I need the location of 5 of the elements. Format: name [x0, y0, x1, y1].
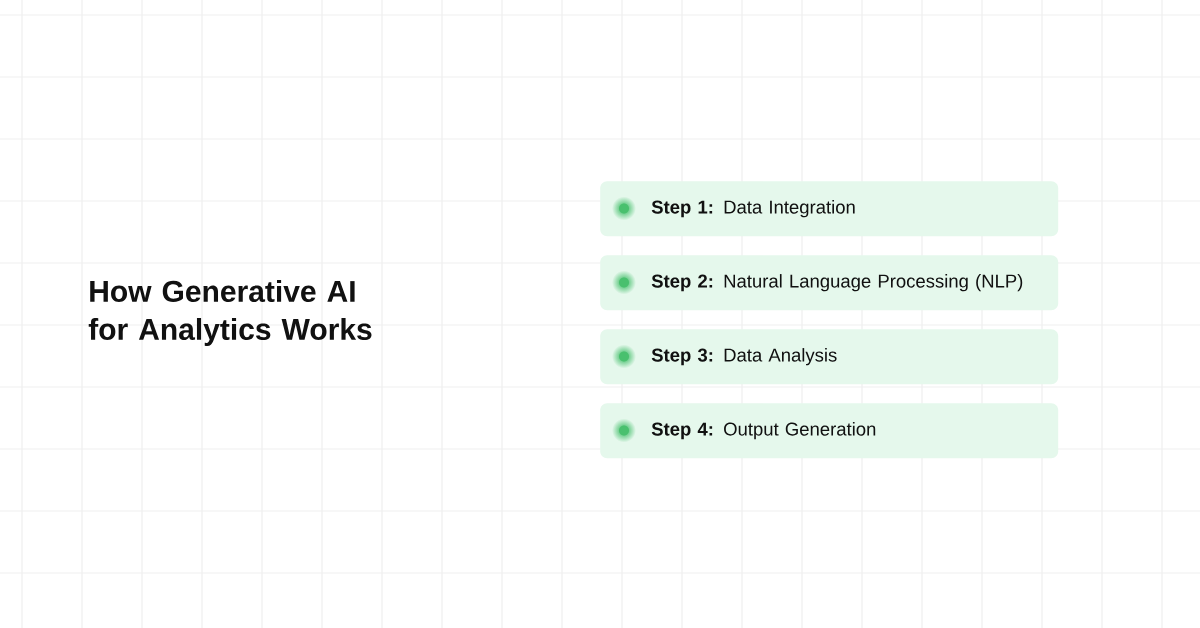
- step-box: Step 3: Data Analysis: [600, 329, 1059, 385]
- title: How Generative AI for Analytics Works: [88, 280, 372, 346]
- step-box: Step 2: Natural Language Processing (NLP): [600, 255, 1059, 311]
- step-box: Step 4: Output Generation: [600, 403, 1059, 459]
- step-box: Step 1: Data Integration: [600, 181, 1059, 237]
